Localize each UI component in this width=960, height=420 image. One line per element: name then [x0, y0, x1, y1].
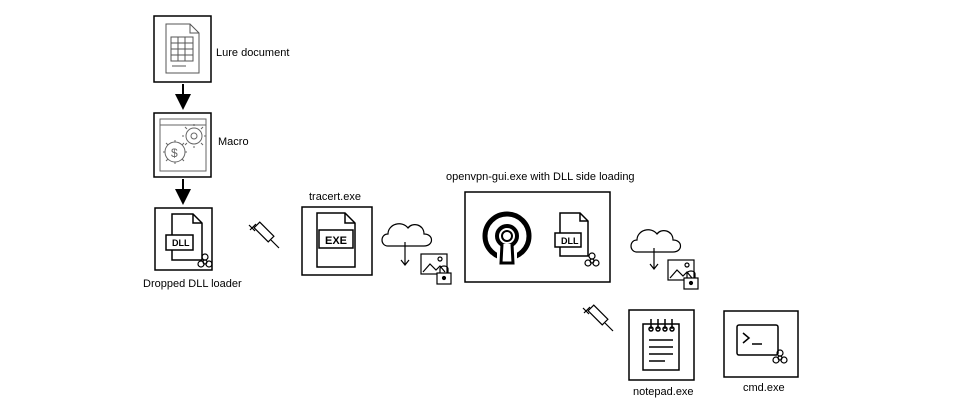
macro-label: Macro	[218, 136, 249, 148]
tracert-label: tracert.exe	[309, 191, 361, 203]
openvpn-gui-label: openvpn-gui.exe with DLL side loading	[446, 171, 635, 183]
cloud-download-locked-image-icon	[630, 229, 699, 290]
terminal-biohazard-icon	[736, 324, 788, 364]
openvpn-file-tag: DLL	[561, 236, 579, 246]
notepad-node	[628, 309, 695, 381]
lure-document-label: Lure document	[216, 47, 290, 59]
openvpn-logo-icon	[482, 211, 532, 265]
spreadsheet-document-icon	[165, 23, 200, 74]
lure-document-node	[153, 15, 212, 83]
biohazard-icon	[584, 252, 600, 267]
svg-text:$: $	[171, 146, 178, 160]
dll-file-biohazard-icon: DLL	[554, 212, 600, 267]
tracert-file-tag: EXE	[325, 235, 347, 247]
macro-node: $	[153, 112, 212, 178]
notepad-label: notepad.exe	[633, 386, 694, 398]
cmd-label: cmd.exe	[743, 382, 785, 394]
biohazard-icon	[197, 253, 213, 268]
exe-file-icon: EXE	[316, 212, 356, 268]
dll-file-biohazard-icon: DLL	[165, 213, 213, 268]
notepad-icon	[642, 319, 680, 371]
cloud-download-locked-image-icon	[381, 223, 452, 285]
gear-dollar-icon: $	[159, 118, 207, 172]
dropped-dll-loader-label: Dropped DLL loader	[143, 278, 242, 290]
cmd-node	[723, 310, 799, 378]
tracert-node: EXE	[301, 206, 373, 276]
openvpn-gui-node: DLL	[464, 191, 611, 283]
syringe-icon	[248, 221, 280, 249]
syringe-icon	[582, 304, 614, 332]
dll-loader-file-tag: DLL	[172, 238, 190, 248]
dropped-dll-loader-node: DLL	[154, 207, 213, 271]
